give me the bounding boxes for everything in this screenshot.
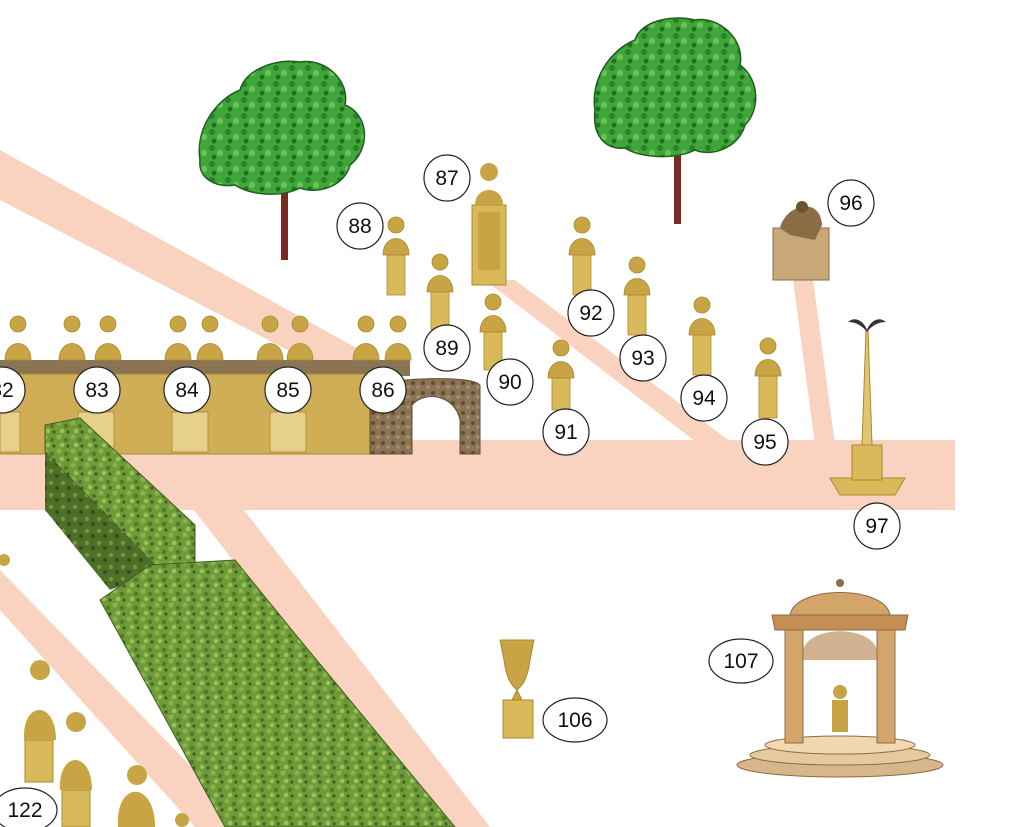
tree-canopy-icon — [198, 60, 366, 195]
map-number-text: 83 — [85, 379, 108, 402]
map-number-text: 87 — [435, 167, 458, 190]
bust-icon — [384, 315, 412, 361]
map-number-text: 95 — [753, 431, 776, 454]
map-number-text: 90 — [498, 371, 521, 394]
lower-left-busts — [0, 554, 189, 827]
bust-on-pedestal-icon — [568, 216, 596, 296]
map-number-text: 93 — [631, 347, 654, 370]
path-diagonal-lower-left — [0, 570, 250, 827]
bust-on-pedestal-icon — [479, 293, 507, 371]
pedestal-busts — [382, 216, 782, 419]
wall-busts — [4, 315, 412, 361]
map-number-label-97[interactable]: 97 — [853, 502, 901, 550]
map-number-text: 86 — [371, 379, 394, 402]
bust-icon — [58, 315, 86, 361]
map-number-label-85[interactable]: 85 — [264, 366, 312, 414]
bust-icon — [164, 315, 192, 361]
map-number-text: 97 — [865, 515, 888, 538]
map-number-label-94[interactable]: 94 — [680, 374, 728, 422]
map-number-label-91[interactable]: 91 — [542, 408, 590, 456]
map-number-text: 107 — [723, 650, 758, 673]
map-number-text: 122 — [7, 799, 42, 822]
path-to-96 — [793, 280, 835, 445]
bust-on-pedestal-icon — [754, 337, 782, 419]
temple-107 — [736, 579, 944, 778]
map-number-text: 94 — [692, 387, 716, 410]
bust-on-pedestal-icon — [382, 216, 410, 296]
map-number-label-107[interactable]: 107 — [708, 638, 774, 684]
map-number-label-89[interactable]: 89 — [423, 324, 471, 372]
bust-icon — [286, 315, 314, 361]
map-number-label-83[interactable]: 83 — [73, 366, 121, 414]
tree-trunk-icon — [674, 140, 681, 224]
map-number-text: 84 — [175, 379, 199, 402]
map-number-label-86[interactable]: 86 — [359, 366, 407, 414]
monument-87 — [471, 163, 507, 286]
bust-on-pedestal-icon — [623, 256, 651, 336]
bust-on-pedestal-icon — [688, 296, 716, 376]
map-number-label-95[interactable]: 95 — [741, 418, 789, 466]
hedge-lower — [99, 559, 456, 827]
bust-icon — [94, 315, 122, 361]
path-diagonal-to-95 — [485, 280, 735, 445]
map-number-text: 82 — [0, 379, 14, 402]
map-number-text: 96 — [839, 192, 862, 215]
hedge-upper-side — [45, 452, 160, 590]
bust-icon — [352, 315, 380, 361]
bust-on-pedestal-icon — [426, 253, 454, 331]
tree-right — [593, 17, 757, 224]
map-number-label-96[interactable]: 96 — [827, 179, 875, 227]
statue-96 — [772, 201, 830, 281]
map-number-label-82[interactable]: 82 — [0, 366, 26, 414]
tree-trunk-icon — [281, 180, 288, 260]
path-diagonal-lower — [190, 505, 490, 827]
map-number-label-88[interactable]: 88 — [336, 202, 384, 250]
path-main-horizontal — [0, 440, 955, 510]
map-number-text: 92 — [579, 302, 602, 325]
map-number-label-122[interactable]: 122 — [0, 787, 58, 827]
bust-icon — [256, 315, 284, 361]
tree-canopy-icon — [593, 17, 757, 158]
path-diagonal-upper-left — [0, 150, 405, 380]
bust-on-pedestal-icon — [547, 339, 575, 411]
map-number-label-87[interactable]: 87 — [423, 154, 471, 202]
map-number-label-93[interactable]: 93 — [619, 334, 667, 382]
map-number-label-84[interactable]: 84 — [163, 366, 211, 414]
obelisk-97 — [829, 319, 906, 496]
bust-icon — [196, 315, 224, 361]
map-number-label-92[interactable]: 92 — [567, 289, 615, 337]
bust-icon — [4, 315, 32, 361]
tree-left — [198, 60, 366, 260]
number-labels: 82 83 84 85 86 87 88 89 90 91 92 93 94 95 96 97 106 107 12… — [0, 154, 901, 827]
urn-106 — [499, 639, 535, 739]
map-number-text: 91 — [554, 421, 577, 444]
map-number-text: 85 — [276, 379, 299, 402]
hedges — [44, 417, 456, 827]
map-number-label-106[interactable]: 106 — [542, 697, 608, 743]
map-number-text: 88 — [348, 215, 371, 238]
map-number-label-90[interactable]: 90 — [486, 358, 534, 406]
map-number-text: 89 — [435, 337, 458, 360]
map-number-text: 106 — [557, 709, 592, 732]
